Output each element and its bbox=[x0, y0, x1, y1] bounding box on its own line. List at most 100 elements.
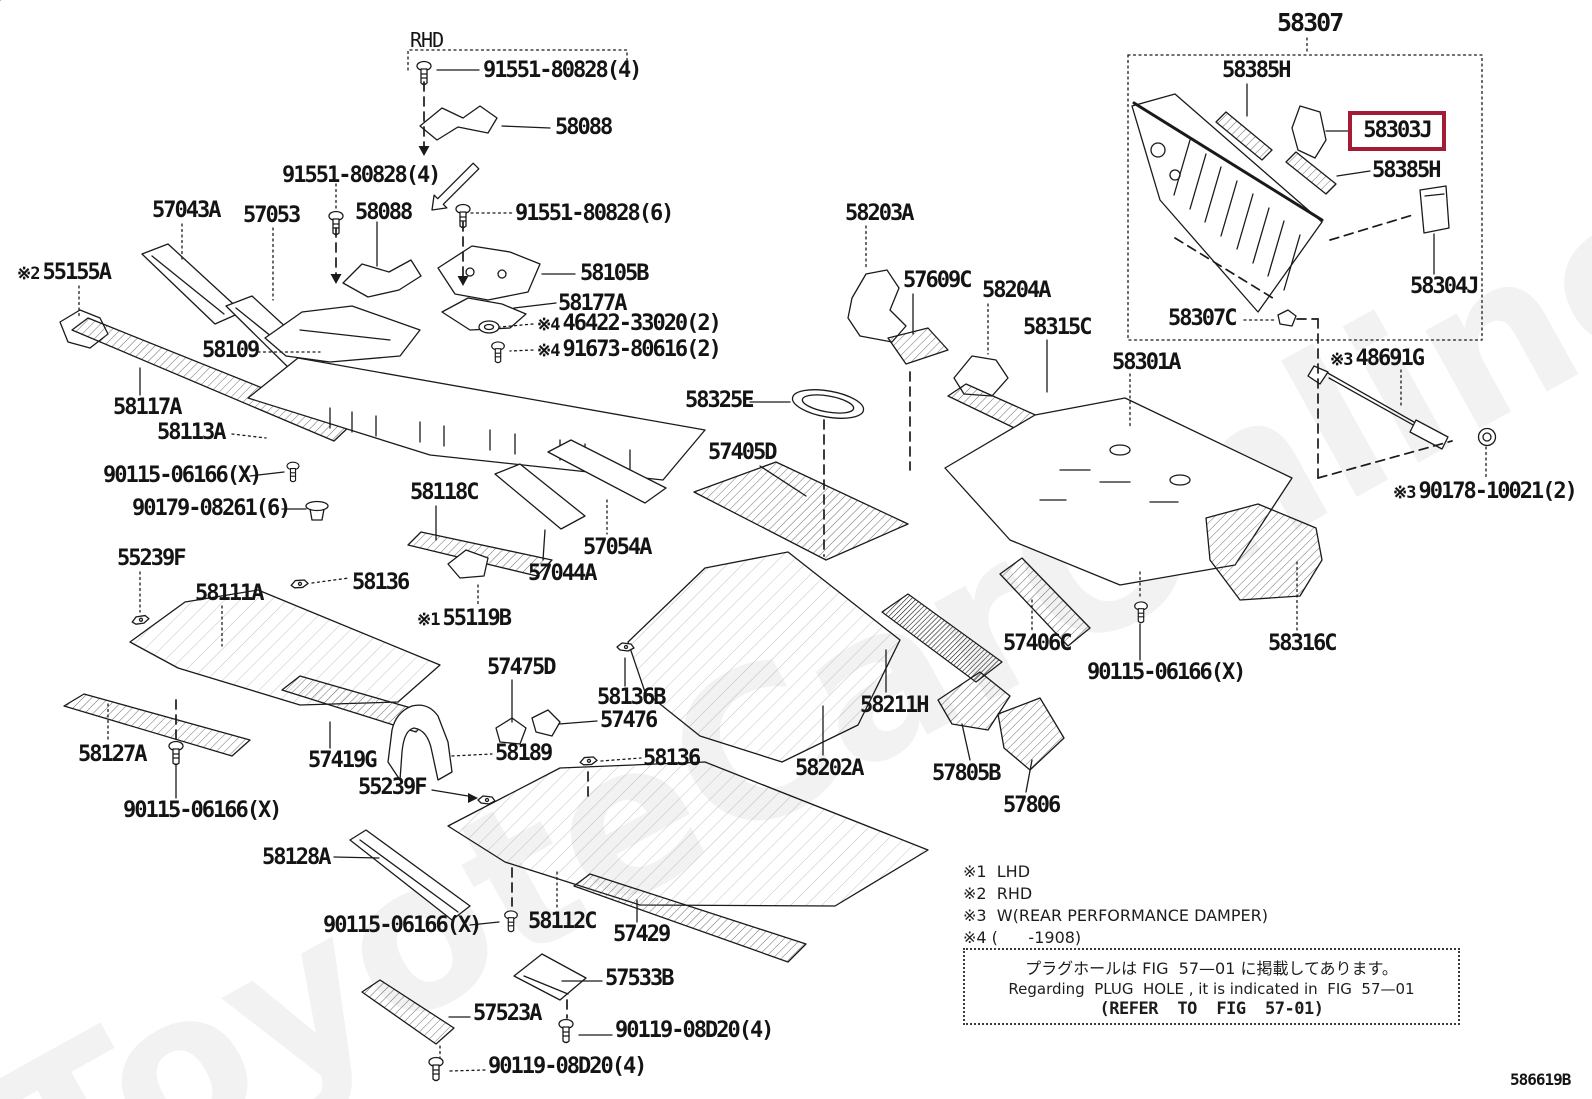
part-number: 55119B bbox=[442, 606, 511, 631]
bolt-icon bbox=[1134, 601, 1148, 624]
part-57476 bbox=[531, 709, 561, 737]
part-number: 55155A bbox=[42, 260, 111, 285]
ref-mark: ※2 bbox=[17, 264, 41, 284]
part-label-57419g: 57419G bbox=[308, 748, 377, 773]
part-number: 90178-10021(2) bbox=[1418, 479, 1577, 504]
diagram-code: 586619B bbox=[1510, 1070, 1571, 1089]
part-label-55239f-b: 55239F bbox=[358, 775, 427, 800]
plug-hole-note-box: プラグホールは FIG 57—01 に掲載してあります。 Regarding P… bbox=[963, 948, 1460, 1025]
ref-mark: ※3 bbox=[1393, 483, 1417, 503]
part-label-57429: 57429 bbox=[613, 922, 671, 947]
part-label-58136-b: 58136 bbox=[643, 746, 701, 771]
grommet-46422 bbox=[478, 320, 500, 334]
part-57533b bbox=[513, 953, 587, 1001]
direction-arrow-icon bbox=[431, 162, 480, 211]
part-58385h-b bbox=[1285, 151, 1337, 195]
part-label-90119-b: 90119-08D20(4) bbox=[488, 1054, 647, 1079]
part-57044a bbox=[494, 463, 586, 530]
part-label-58301a: 58301A bbox=[1112, 350, 1181, 375]
part-58325e bbox=[791, 389, 865, 419]
legend-item-lhd: ※1 LHD bbox=[963, 862, 1031, 881]
part-label-58105b: 58105B bbox=[580, 261, 649, 286]
part-57609c bbox=[887, 327, 949, 365]
part-label-57533b: 57533B bbox=[605, 966, 674, 991]
clip-icon bbox=[130, 613, 151, 627]
part-58118c bbox=[407, 531, 553, 577]
part-58203a bbox=[847, 269, 907, 343]
part-label-58385h-b: 58385H bbox=[1372, 158, 1441, 183]
part-label-90179-08261: 90179-08261(6) bbox=[132, 496, 291, 521]
part-58177a bbox=[441, 297, 527, 331]
clip-icon bbox=[477, 795, 496, 805]
clip-icon bbox=[616, 642, 635, 652]
part-rear-panel bbox=[1131, 93, 1323, 313]
part-58189 bbox=[387, 704, 453, 781]
bolt-icon bbox=[491, 341, 505, 364]
part-label-90115-c: 90115-06166(X) bbox=[323, 913, 482, 938]
part-58105b bbox=[437, 245, 541, 301]
note-line-japanese: プラグホールは FIG 57—01 に掲載してあります。 bbox=[1025, 958, 1398, 978]
part-label-57406c: 57406C bbox=[1003, 631, 1072, 656]
rhd-tag: RHD bbox=[410, 28, 444, 52]
bolt-icon bbox=[286, 461, 300, 483]
part-58202a bbox=[627, 551, 901, 763]
part-number: 48691G bbox=[1355, 346, 1424, 371]
part-58112c bbox=[447, 761, 929, 907]
bolt-icon bbox=[558, 1018, 574, 1044]
part-label-58303j: 58303J bbox=[1363, 118, 1432, 143]
part-label-57044a: 57044A bbox=[528, 561, 597, 586]
part-label-91551-80828-4-b: 91551-80828(4) bbox=[282, 163, 441, 188]
part-57054a bbox=[547, 439, 667, 504]
part-label-58211h: 58211H bbox=[860, 693, 929, 718]
part-label-58385h-a: 58385H bbox=[1222, 58, 1291, 83]
part-label-58109: 58109 bbox=[202, 338, 260, 363]
assembly-label-58307: 58307 bbox=[1277, 8, 1344, 37]
legend-item-1908: ※4 ( -1908) bbox=[963, 928, 1082, 947]
part-label-91551-80828-4-a: 91551-80828(4) bbox=[483, 58, 642, 83]
part-label-57806: 57806 bbox=[1003, 793, 1061, 818]
part-label-58304j: 58304J bbox=[1410, 274, 1479, 299]
part-58113a bbox=[247, 357, 706, 481]
part-label-58177a: 58177A bbox=[558, 291, 627, 316]
part-58304j bbox=[1419, 185, 1450, 234]
part-number: 46422-33020(2) bbox=[562, 311, 721, 336]
part-55119b bbox=[447, 549, 489, 579]
part-57429 bbox=[573, 873, 807, 963]
part-label-57523a: 57523A bbox=[473, 1001, 542, 1026]
part-58316c bbox=[1205, 503, 1323, 601]
part-number: 91673-80616(2) bbox=[562, 337, 721, 362]
part-58385h-a bbox=[1215, 111, 1273, 161]
part-label-57043a: 57043A bbox=[152, 198, 221, 223]
part-label-58203a: 58203A bbox=[845, 201, 914, 226]
part-label-90115-b: 90115-06166(X) bbox=[123, 798, 282, 823]
clip-icon bbox=[289, 577, 310, 590]
part-58088-b bbox=[342, 259, 422, 298]
part-57806 bbox=[997, 697, 1065, 771]
part-58303j bbox=[1291, 105, 1327, 159]
part-label-58325e: 58325E bbox=[685, 388, 754, 413]
part-58128a bbox=[349, 829, 471, 921]
part-57043a bbox=[141, 243, 243, 325]
retainer-90179 bbox=[305, 500, 329, 521]
part-label-57054a: 57054A bbox=[583, 535, 652, 560]
bolt-icon bbox=[168, 740, 184, 766]
part-58111a bbox=[129, 589, 441, 706]
part-label-57609c: 57609C bbox=[903, 268, 972, 293]
ref-mark: ※4 bbox=[537, 315, 561, 335]
bolt-icon bbox=[504, 910, 518, 933]
highlight-box-58303j: 58303J bbox=[1348, 111, 1446, 151]
part-label-58136-a: 58136 bbox=[352, 570, 410, 595]
part-label-90115-a: 90115-06166(X) bbox=[103, 463, 262, 488]
ref-mark: ※4 bbox=[537, 341, 561, 361]
nut-90178 bbox=[1477, 427, 1497, 447]
part-label-58316c: 58316C bbox=[1268, 631, 1337, 656]
part-57406c bbox=[999, 557, 1091, 647]
part-58109 bbox=[264, 305, 421, 363]
